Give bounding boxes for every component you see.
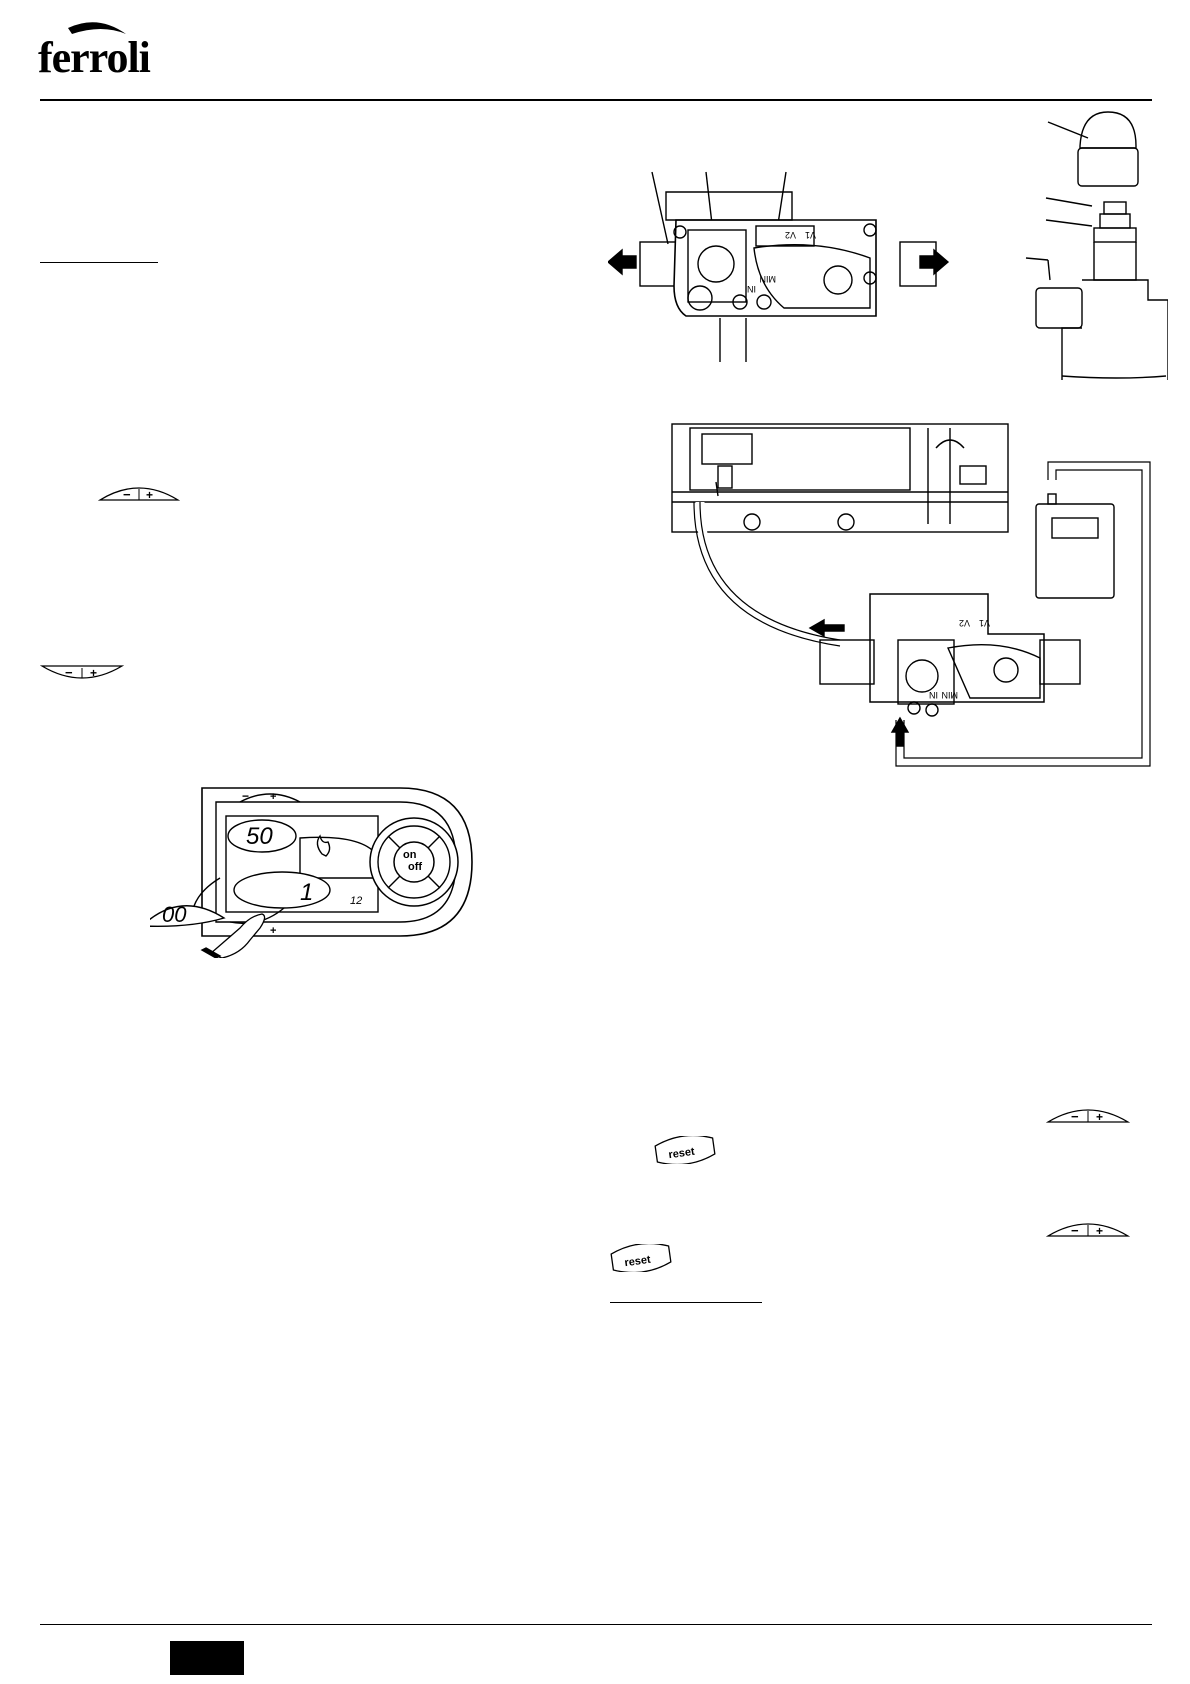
control-panel-illustration: on off 50 1 12 00 − + − + [140, 778, 480, 959]
svg-text:V2: V2 [959, 618, 970, 628]
svg-text:IN: IN [747, 284, 756, 294]
svg-text:V1: V1 [979, 618, 990, 628]
logo-swoosh-icon [68, 22, 126, 34]
svg-text:MIN: MIN [760, 274, 777, 284]
language-page-badge [170, 1641, 244, 1675]
svg-text:−: − [242, 789, 249, 803]
svg-text:MIN: MIN [942, 690, 959, 700]
gas-valve-diagram: V2 V1 MIN IN [606, 168, 968, 368]
svg-text:+: + [1096, 1110, 1103, 1124]
svg-text:off: off [408, 861, 422, 873]
footer-rule [40, 1624, 1152, 1625]
svg-text:1: 1 [300, 879, 313, 906]
svg-text:50: 50 [246, 823, 273, 850]
pressure-measurement-diagram: V2 V1 MIN IN [660, 418, 1160, 778]
svg-text:+: + [90, 666, 97, 680]
brand-wordmark: ferroli [38, 33, 151, 82]
section-heading-underline [40, 262, 158, 263]
svg-text:+: + [270, 925, 276, 937]
minus-plus-button-icon: − + [1045, 1104, 1131, 1129]
svg-text:+: + [146, 488, 153, 502]
svg-text:reset: reset [624, 1254, 652, 1270]
svg-text:−: − [1071, 1223, 1079, 1238]
ferroli-logo: ferroli [38, 18, 151, 80]
reset-button-icon: reset [610, 1242, 672, 1277]
minus-plus-button-icon: − + [97, 482, 181, 507]
adjustment-screw-detail [1018, 110, 1169, 380]
svg-text:IN: IN [929, 690, 938, 700]
svg-text:on: on [403, 849, 417, 861]
minus-plus-button-icon: − + [1045, 1218, 1131, 1243]
reset-button-icon: reset [654, 1134, 716, 1169]
svg-text:−: − [123, 487, 131, 502]
header-rule [40, 99, 1152, 101]
svg-text:−: − [1071, 1109, 1079, 1124]
svg-text:+: + [270, 791, 276, 803]
svg-text:V2: V2 [785, 230, 796, 240]
svg-text:reset: reset [668, 1146, 696, 1162]
section-heading-underline [610, 1302, 762, 1303]
svg-text:−: − [65, 665, 73, 680]
svg-text:+: + [1096, 1224, 1103, 1238]
svg-text:V1: V1 [805, 230, 816, 240]
svg-text:12: 12 [350, 895, 362, 907]
minus-plus-button-icon: − + [39, 664, 125, 689]
svg-text:00: 00 [162, 902, 187, 927]
